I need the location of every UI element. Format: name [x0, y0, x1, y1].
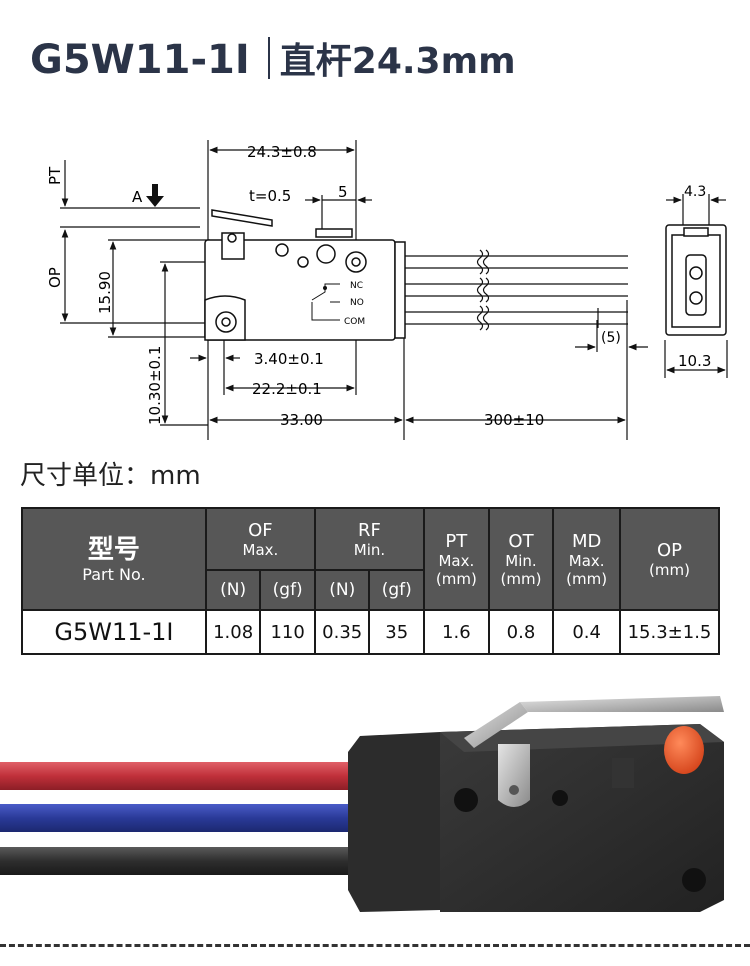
header-rf-gf: (gf) — [368, 569, 426, 611]
model-title: G5W11-1I — [30, 37, 250, 83]
cell-model: G5W11-1I — [21, 609, 207, 655]
cell-rf-gf: 35 — [368, 609, 426, 655]
wire-black — [0, 847, 360, 875]
header-of-sub: Max. — [242, 540, 279, 559]
terminal-com-label: COM — [344, 317, 365, 327]
header-of-gf: (gf) — [259, 569, 316, 611]
dimension-drawing: NC NO COM 24.3±0.8 t=0.5 5 A PT OP 15.90… — [46, 140, 728, 440]
dim-5-paren: (5) — [601, 330, 621, 346]
title-subtitle: 直杆24.3mm — [279, 41, 516, 82]
cell-of-gf: 110 — [259, 609, 316, 655]
header-rf-n: (N) — [313, 569, 371, 611]
dim-4-3: 4.3 — [684, 184, 706, 200]
dim-3-40: 3.40±0.1 — [254, 350, 324, 368]
spec-table: 型号 Part No. OF Max. RF Min. PT Max. (mm)… — [21, 507, 721, 655]
dim-33-00: 33.00 — [280, 411, 323, 429]
unit-label: 尺寸单位：mm — [20, 461, 201, 491]
header-ot-sub: Min. — [505, 551, 537, 570]
terminal-nc-label: NC — [350, 281, 363, 291]
header-rf-label: RF — [358, 519, 381, 541]
dim-10-30: 10.30±0.1 — [146, 346, 164, 425]
dim-15-90: 15.90 — [96, 271, 114, 314]
plunger-button — [664, 726, 704, 774]
header-model-en: Part No. — [82, 564, 146, 584]
header-of-label: OF — [248, 519, 273, 541]
product-photo — [0, 696, 724, 912]
label-pt: PT — [46, 166, 64, 185]
dim-24-3: 24.3±0.8 — [247, 143, 317, 161]
cell-rf-n: 0.35 — [313, 609, 371, 655]
cell-of-n: 1.08 — [204, 609, 262, 655]
header-part-no: 型号 Part No. — [21, 507, 207, 611]
header-pt-label: PT — [445, 530, 468, 552]
wire-red — [0, 762, 360, 790]
dim-22-2: 22.2±0.1 — [252, 380, 322, 398]
actuator-lever — [464, 696, 724, 807]
header-rf: RF Min. — [313, 507, 426, 571]
header-op: OP (mm) — [618, 507, 721, 611]
label-op: OP — [46, 267, 64, 288]
header-of-n: (N) — [204, 569, 262, 611]
header-ot-label: OT — [508, 530, 534, 552]
header-op-label: OP — [656, 539, 682, 561]
table-row: G5W11-1I 1.08 110 0.35 35 1.6 0.8 0.4 15… — [21, 609, 721, 655]
label-a: A — [132, 188, 143, 206]
header-pt-sub: Max. — [438, 551, 475, 570]
cell-ot: 0.8 — [487, 609, 555, 655]
header-md-label: MD — [571, 530, 602, 552]
cell-op: 15.3±1.5 — [618, 609, 721, 655]
page-title: G5W11-1I 直杆24.3mm — [30, 32, 516, 84]
header-md-unit: (mm) — [566, 569, 608, 588]
header-model-cn: 型号 — [87, 534, 140, 565]
dim-10-3: 10.3 — [678, 352, 711, 370]
dim-thickness: t=0.5 — [249, 187, 291, 205]
title-divider — [267, 37, 270, 79]
dashed-divider — [0, 944, 750, 947]
cell-md: 0.4 — [552, 609, 621, 655]
cell-pt: 1.6 — [423, 609, 490, 655]
header-pt-unit: (mm) — [435, 569, 477, 588]
dim-5: 5 — [338, 183, 348, 201]
header-pt: PT Max. (mm) — [423, 507, 490, 611]
header-op-unit: (mm) — [649, 560, 690, 579]
header-ot-unit: (mm) — [500, 569, 542, 588]
wire-blue — [0, 804, 360, 832]
header-md: MD Max. (mm) — [552, 507, 621, 611]
header-md-sub: Max. — [568, 551, 605, 570]
header-ot: OT Min. (mm) — [487, 507, 555, 611]
header-of: OF Max. — [204, 507, 316, 571]
terminal-no-label: NO — [350, 298, 364, 308]
dim-300: 300±10 — [484, 411, 544, 429]
header-rf-sub: Min. — [353, 540, 386, 559]
